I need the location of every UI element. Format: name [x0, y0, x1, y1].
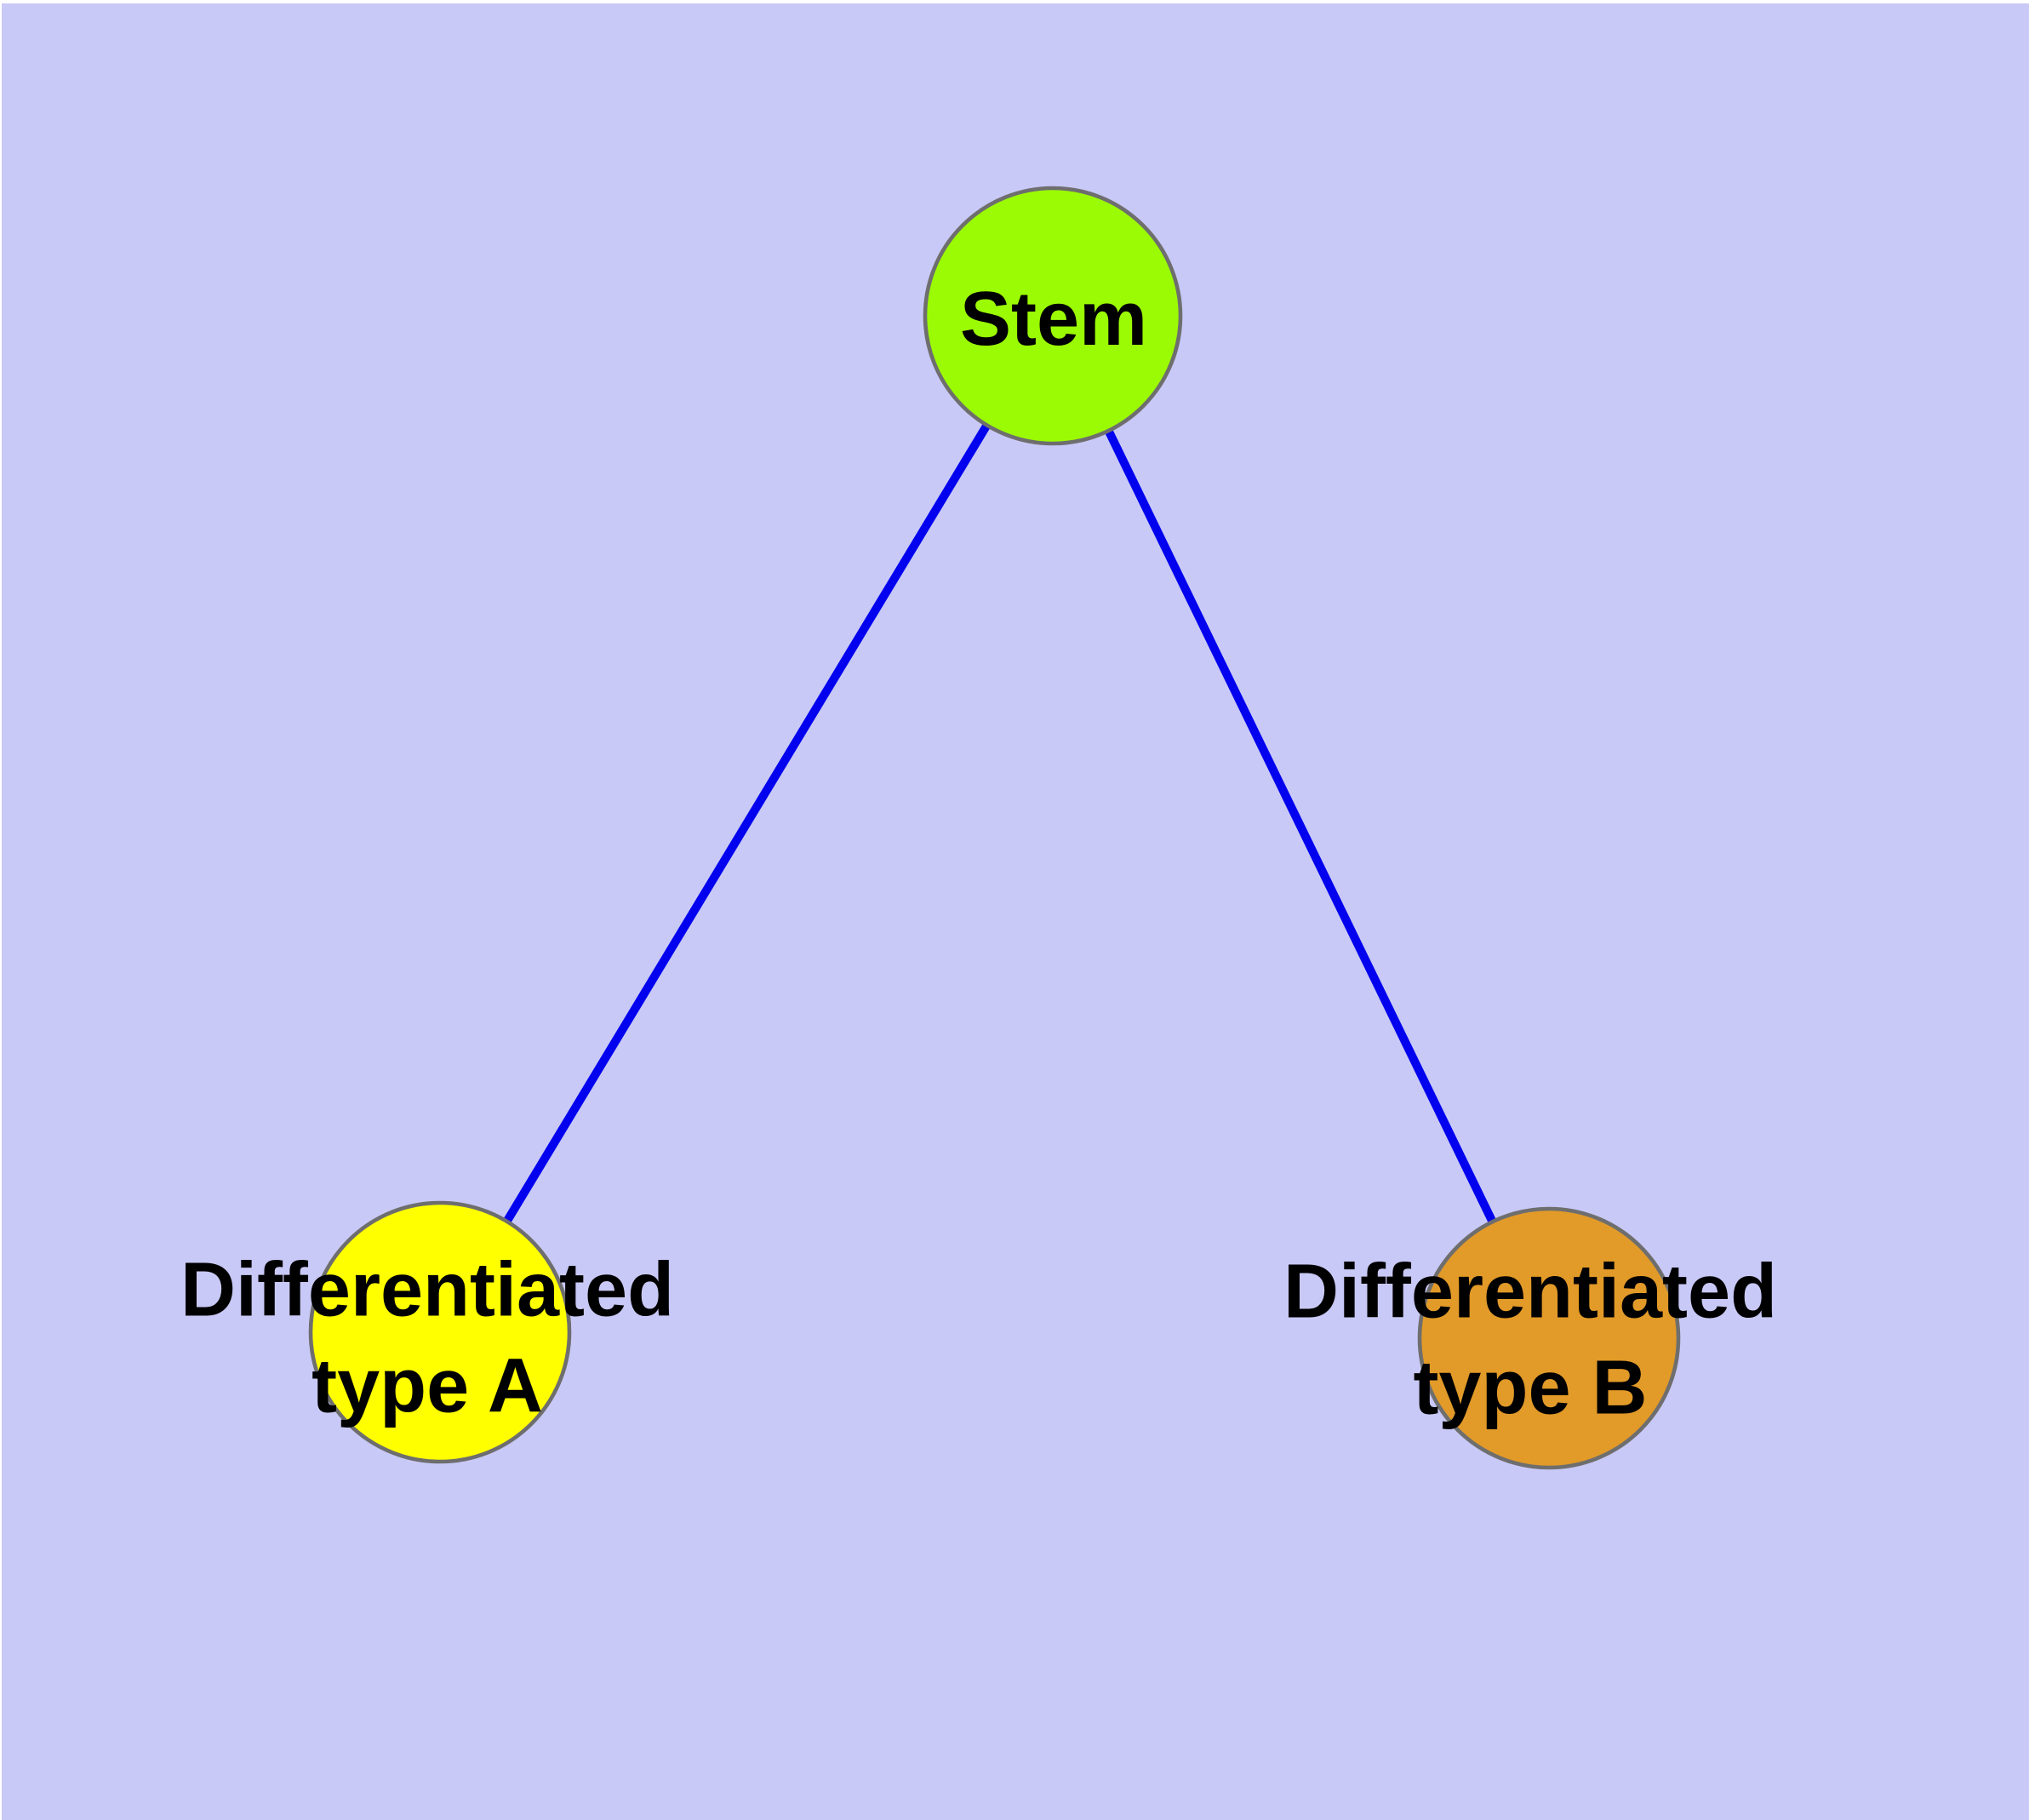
stem-node	[923, 186, 1183, 446]
type-b-node	[1417, 1206, 1681, 1470]
type-a-node	[308, 1200, 572, 1464]
edge-stem-to-type-a	[436, 313, 1057, 1335]
edge-stem-to-type-b	[1049, 313, 1553, 1341]
